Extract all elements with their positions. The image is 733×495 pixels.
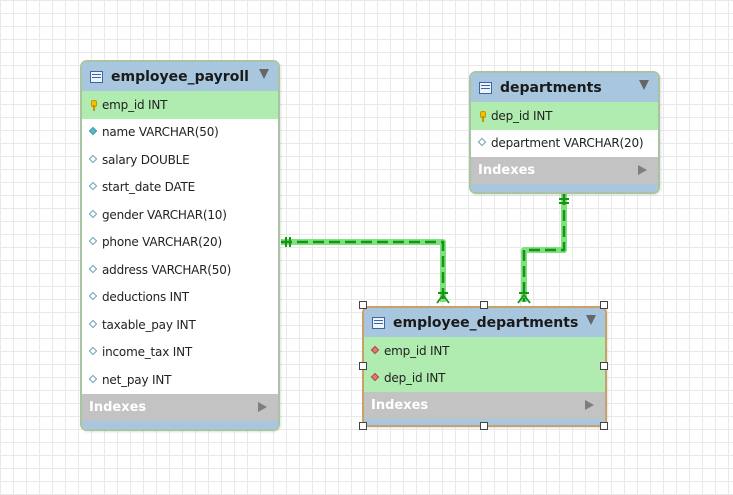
column-row[interactable]: emp_id INT xyxy=(82,91,278,119)
column-row[interactable]: emp_id INT xyxy=(364,337,605,365)
table-name: employee_payroll xyxy=(111,68,249,85)
column-label: department VARCHAR(20) xyxy=(491,136,644,151)
relationship-emp-payroll-to-emp-departments[interactable] xyxy=(281,237,450,304)
table-footer xyxy=(471,184,658,192)
column-label: dep_id INT xyxy=(384,371,446,386)
diamond-icon xyxy=(89,375,99,385)
diamond-icon xyxy=(89,210,99,220)
column-label: taxable_pay INT xyxy=(102,317,196,332)
table-icon xyxy=(372,316,385,329)
collapse-toggle-icon[interactable] xyxy=(639,80,649,90)
key-icon xyxy=(89,99,99,111)
table-header[interactable]: employee_payroll xyxy=(82,62,278,91)
column-label: deductions INT xyxy=(102,290,189,305)
foreign-key-diamond-icon xyxy=(371,373,381,383)
diamond-icon xyxy=(89,265,99,275)
column-label: emp_id INT xyxy=(384,343,450,358)
table-name: departments xyxy=(500,79,602,96)
column-label: phone VARCHAR(20) xyxy=(102,235,222,250)
column-label: start_date DATE xyxy=(102,180,196,195)
diamond-icon xyxy=(89,292,99,302)
column-row[interactable]: dep_id INT xyxy=(364,364,605,392)
foreign-key-diamond-icon xyxy=(371,346,381,356)
column-label: income_tax INT xyxy=(102,345,192,360)
column-row[interactable]: income_tax INT xyxy=(82,339,278,367)
indexes-label: Indexes xyxy=(371,398,429,413)
column-label: address VARCHAR(50) xyxy=(102,262,232,277)
column-row[interactable]: net_pay INT xyxy=(82,366,278,394)
filled-diamond-icon xyxy=(89,127,99,137)
resize-handle-bottom-left[interactable] xyxy=(359,422,367,430)
column-row[interactable]: salary DOUBLE xyxy=(82,146,278,174)
column-row[interactable]: deductions INT xyxy=(82,284,278,312)
column-label: dep_id INT xyxy=(491,108,553,123)
diamond-icon xyxy=(89,155,99,165)
resize-handle-bottom-right[interactable] xyxy=(600,422,608,430)
table-header[interactable]: departments xyxy=(471,73,658,102)
column-row[interactable]: taxable_pay INT xyxy=(82,311,278,339)
expand-arrow-icon[interactable] xyxy=(258,401,267,412)
collapse-toggle-icon[interactable] xyxy=(259,69,269,79)
column-row[interactable]: gender VARCHAR(10) xyxy=(82,201,278,229)
table-footer xyxy=(82,420,278,429)
diamond-icon xyxy=(89,320,99,330)
expand-arrow-icon[interactable] xyxy=(585,400,594,410)
indexes-section[interactable]: Indexes xyxy=(364,392,605,419)
expand-arrow-icon[interactable] xyxy=(638,165,647,175)
table-header[interactable]: employee_departments xyxy=(364,308,605,337)
table-departments[interactable]: departments dep_id INT department VARCHA… xyxy=(469,71,660,194)
resize-handle-left[interactable] xyxy=(359,362,367,370)
column-label: salary DOUBLE xyxy=(102,152,190,167)
indexes-label: Indexes xyxy=(478,163,536,178)
diamond-icon xyxy=(89,237,99,247)
column-row[interactable]: name VARCHAR(50) xyxy=(82,119,278,147)
table-name: employee_departments xyxy=(393,314,579,331)
collapse-toggle-icon[interactable] xyxy=(586,315,596,325)
column-row[interactable]: department VARCHAR(20) xyxy=(471,130,658,158)
column-label: emp_id INT xyxy=(102,97,168,112)
column-label: gender VARCHAR(10) xyxy=(102,207,227,222)
indexes-section[interactable]: Indexes xyxy=(471,157,658,184)
table-icon xyxy=(479,81,492,94)
column-row[interactable]: address VARCHAR(50) xyxy=(82,256,278,284)
diamond-icon xyxy=(478,138,488,148)
table-icon xyxy=(90,70,103,83)
column-row[interactable]: start_date DATE xyxy=(82,174,278,202)
resize-handle-bottom[interactable] xyxy=(480,422,488,430)
key-icon xyxy=(478,110,488,122)
diamond-icon xyxy=(89,347,99,357)
diamond-icon xyxy=(89,182,99,192)
column-row[interactable]: dep_id INT xyxy=(471,102,658,130)
indexes-label: Indexes xyxy=(89,399,147,415)
column-label: name VARCHAR(50) xyxy=(102,125,219,140)
table-employee-departments[interactable]: employee_departments emp_id INT dep_id I… xyxy=(362,306,607,427)
resize-handle-right[interactable] xyxy=(600,362,608,370)
resize-handle-top[interactable] xyxy=(480,301,488,309)
column-label: net_pay INT xyxy=(102,372,172,387)
indexes-section[interactable]: Indexes xyxy=(82,393,278,421)
relationship-departments-to-emp-departments[interactable] xyxy=(517,194,569,304)
table-employee-payroll[interactable]: employee_payroll emp_id INT name VARCHAR… xyxy=(80,60,280,431)
resize-handle-top-left[interactable] xyxy=(359,301,367,309)
column-row[interactable]: phone VARCHAR(20) xyxy=(82,229,278,257)
resize-handle-top-right[interactable] xyxy=(600,301,608,309)
